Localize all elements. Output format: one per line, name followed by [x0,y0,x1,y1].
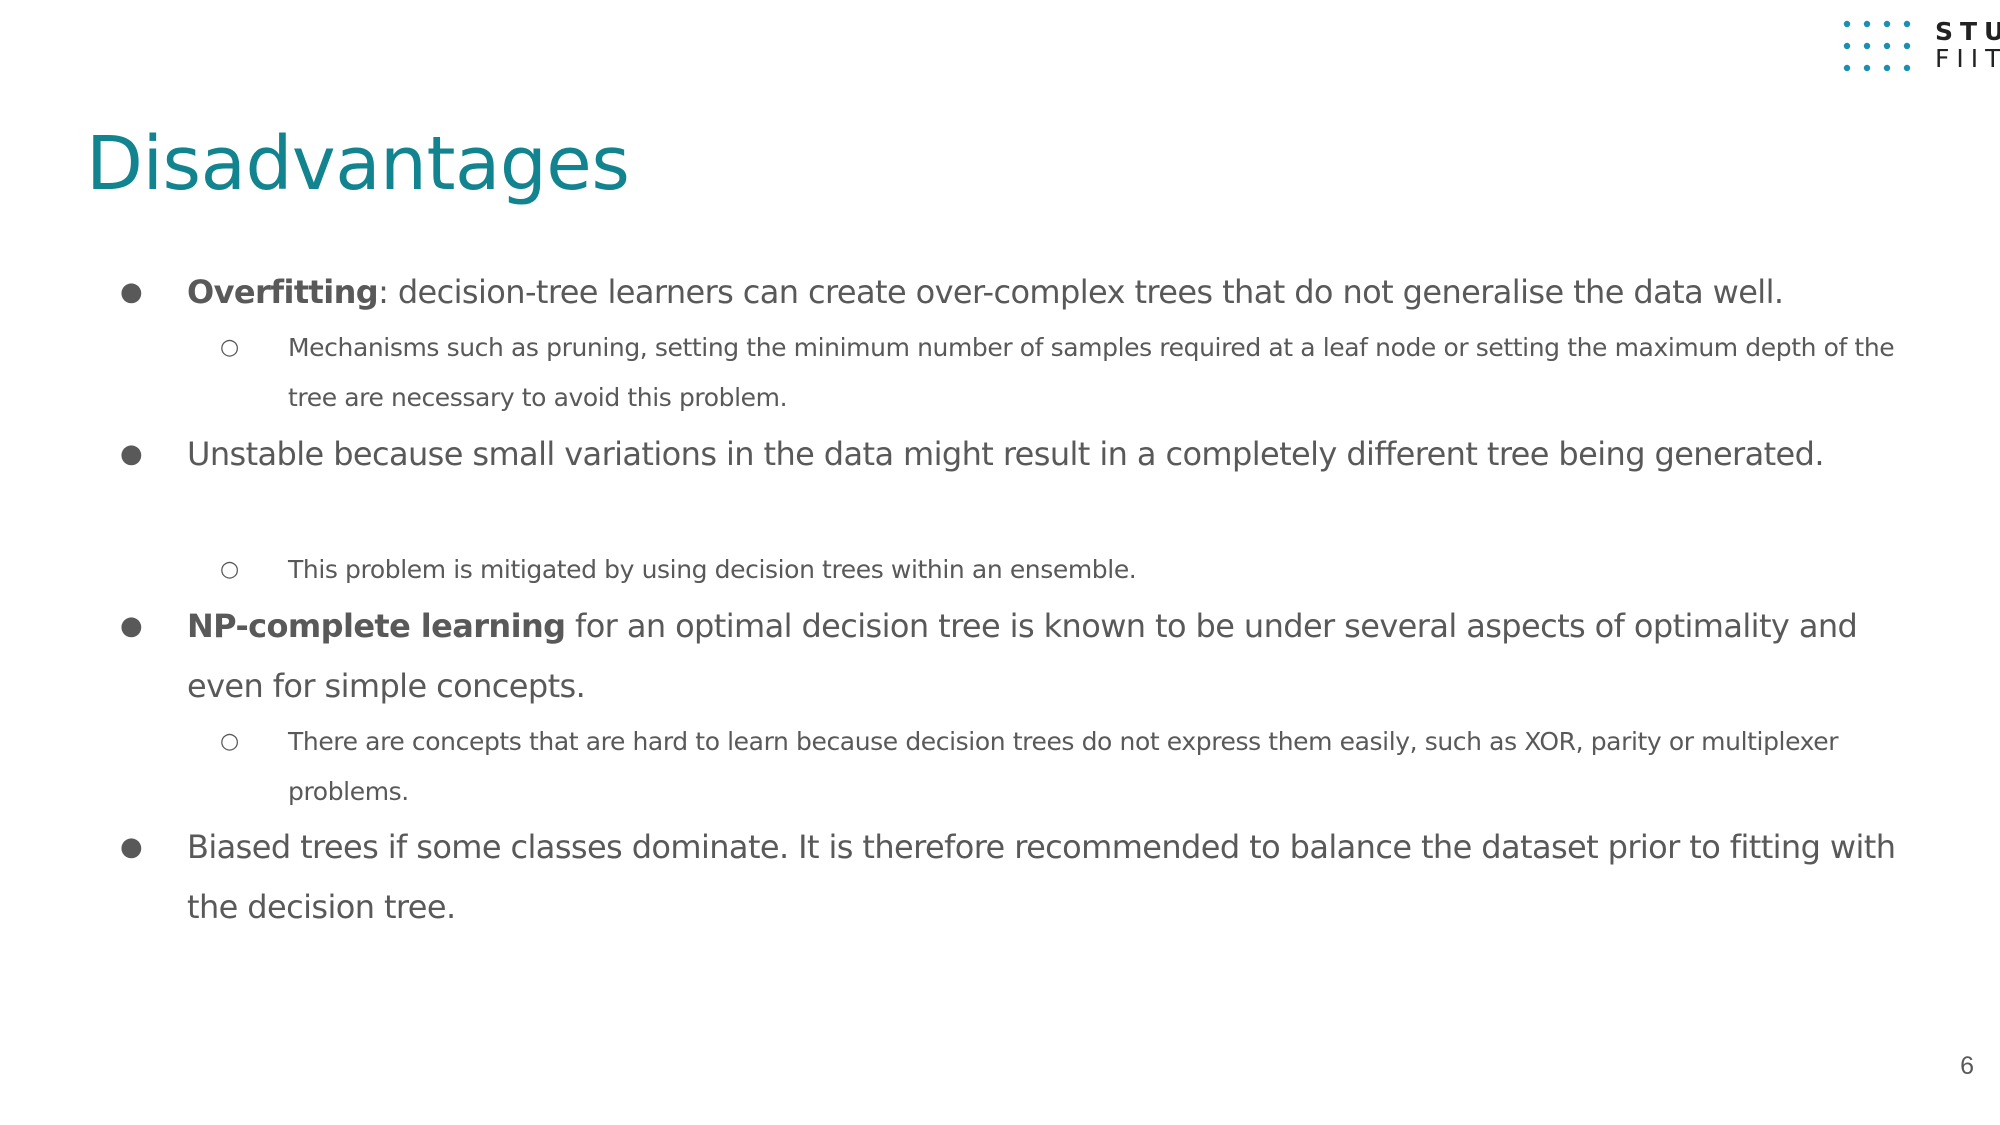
bullet-item: ● Overfitting: decision-tree learners ca… [120,262,1927,322]
sub-bullet-circle: ○ [220,557,239,582]
page-number: 6 [1960,1052,1974,1080]
bullet-dot: ● [120,832,143,862]
bullet-text: Unstable because small variations in the… [187,435,1825,473]
bullet-text: : decision-tree learners can create over… [378,273,1784,311]
sub-bullet-text: Mechanisms such as pruning, setting the … [288,333,1895,412]
sub-bullet-circle: ○ [220,729,239,754]
logo-dot-grid-icon [1843,20,1911,72]
bullet-bold-term: NP-complete learning [187,607,566,645]
logo-text: STU FIIT [1935,18,2000,72]
bullet-dot: ● [120,439,143,469]
sub-bullet-item: ○ There are concepts that are hard to le… [220,717,1928,817]
bullet-item: ● Biased trees if some classes dominate.… [120,817,1927,937]
bullet-item: ● Unstable because small variations in t… [120,424,1927,484]
bullet-item: ● NP-complete learning for an optimal de… [120,596,1927,716]
bullet-dot: ● [120,277,143,307]
sub-bullet-text: This problem is mitigated by using decis… [288,555,1137,584]
logo-line-2: FIIT [1935,44,2000,73]
sub-bullet-circle: ○ [220,335,239,360]
stu-fiit-logo: STU FIIT [1843,18,2000,76]
sub-bullet-item: ○ This problem is mitigated by using dec… [220,545,1928,595]
logo-line-1: STU [1935,17,2000,46]
sub-bullet-item: ○ Mechanisms such as pruning, setting th… [220,323,1928,423]
bullet-text: Biased trees if some classes dominate. I… [187,828,1896,926]
bullet-text: for an optimal decision tree is known to… [187,607,1858,705]
bullet-bold-term: Overfitting [187,273,379,311]
slide-title: Disadvantages [86,121,630,207]
bullet-dot: ● [120,611,143,641]
sub-bullet-text: There are concepts that are hard to lear… [288,727,1839,806]
